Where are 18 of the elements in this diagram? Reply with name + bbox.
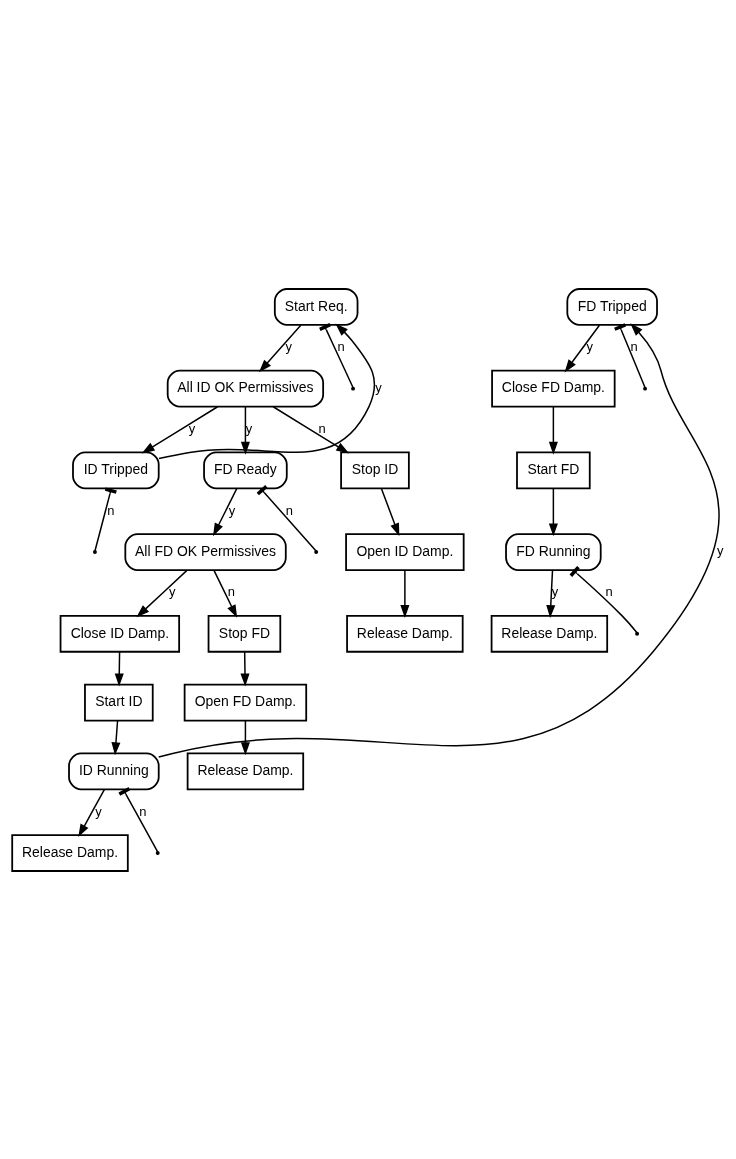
edge-label: n	[107, 502, 115, 518]
edge-label: y	[551, 583, 559, 599]
edge-label: n	[285, 502, 293, 518]
edge-label: y	[285, 338, 292, 354]
edge-label: n	[630, 338, 638, 354]
edge-label: y	[168, 583, 176, 599]
edge-label: n	[318, 420, 326, 436]
edge-label: y	[717, 542, 724, 558]
edge-label: n	[337, 338, 345, 354]
edge-label: y	[245, 420, 253, 436]
edge-label: n	[227, 583, 236, 599]
edge-label: y	[188, 420, 196, 436]
edge-label: y	[375, 379, 382, 395]
edge-label: n	[605, 583, 613, 599]
edge-label: n	[139, 803, 147, 819]
edge-label: y	[95, 803, 102, 819]
edge-label: y	[586, 338, 593, 354]
edge-label: y	[228, 502, 236, 518]
